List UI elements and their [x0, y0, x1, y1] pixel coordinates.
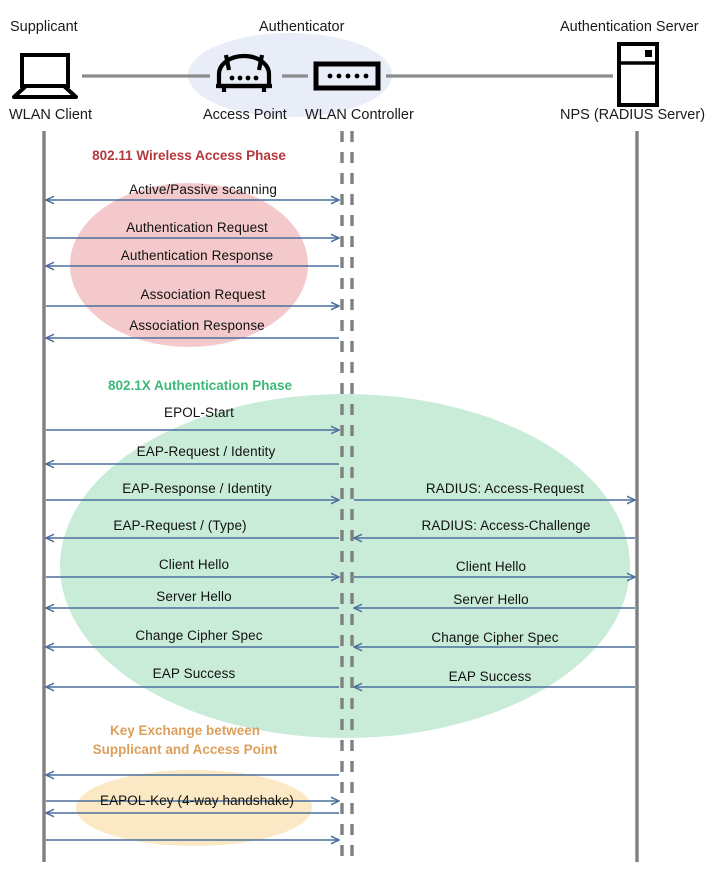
phase-key-ellipse	[76, 770, 312, 846]
switch-icon	[313, 61, 381, 91]
phase-key-arrows	[46, 775, 339, 840]
message-label-eap-success-left: EAP Success	[152, 666, 236, 681]
message-label-eap-success-right: EAP Success	[448, 669, 532, 684]
phase-8021x-right-arrows	[354, 500, 635, 687]
server-icon	[617, 42, 659, 107]
phase-8021x-left-arrows	[46, 430, 339, 687]
node-label-access-point: Access Point	[203, 107, 287, 123]
phase-heading-key-exchange-line2: Supplicant and Access Point	[92, 742, 278, 757]
message-label-change-cipher-spec-right: Change Cipher Spec	[431, 630, 559, 645]
role-label-authenticator: Authenticator	[259, 19, 345, 35]
message-label-eap-request-identity: EAP-Request / Identity	[136, 444, 276, 459]
router-icon	[216, 53, 272, 92]
phase-heading-80211: 802.11 Wireless Access Phase	[92, 148, 286, 163]
node-label-wlan-controller: WLAN Controller	[305, 107, 414, 123]
router-led-dots	[229, 75, 259, 81]
phase-8021x-ellipse	[60, 394, 630, 738]
message-label-server-hello-right: Server Hello	[453, 592, 529, 607]
message-label-authentication-response: Authentication Response	[120, 248, 274, 263]
phase-heading-key-exchange-line1: Key Exchange between	[109, 723, 261, 738]
message-label-active-passive-scanning: Active/Passive scanning	[129, 182, 277, 197]
message-label-radius-access-challenge: RADIUS: Access-Challenge	[421, 518, 591, 533]
message-label-eapol-key-handshake: EAPOL-Key (4-way handshake)	[99, 793, 295, 808]
message-label-eap-response-identity: EAP-Response / Identity	[122, 481, 272, 496]
message-label-change-cipher-spec-left: Change Cipher Spec	[135, 628, 263, 643]
message-label-eap-request-type: EAP-Request / (Type)	[113, 518, 247, 533]
message-label-radius-access-request: RADIUS: Access-Request	[425, 481, 585, 496]
node-label-wlan-client: WLAN Client	[9, 107, 92, 123]
role-label-supplicant: Supplicant	[10, 19, 78, 35]
node-label-nps-radius-server: NPS (RADIUS Server)	[560, 107, 706, 123]
message-label-client-hello-left: Client Hello	[158, 557, 230, 572]
message-label-association-response: Association Response	[129, 318, 265, 333]
laptop-icon	[12, 53, 78, 99]
message-label-server-hello-left: Server Hello	[156, 589, 232, 604]
message-label-eapol-start: EPOL-Start	[163, 405, 235, 420]
message-label-authentication-request: Authentication Request	[126, 220, 268, 235]
phase-80211-arrows	[46, 200, 339, 338]
role-label-authentication-server: Authentication Server	[560, 19, 699, 35]
message-label-association-request: Association Request	[140, 287, 266, 302]
phase-heading-8021x: 802.1X Authentication Phase	[107, 378, 293, 393]
message-label-client-hello-right: Client Hello	[455, 559, 527, 574]
